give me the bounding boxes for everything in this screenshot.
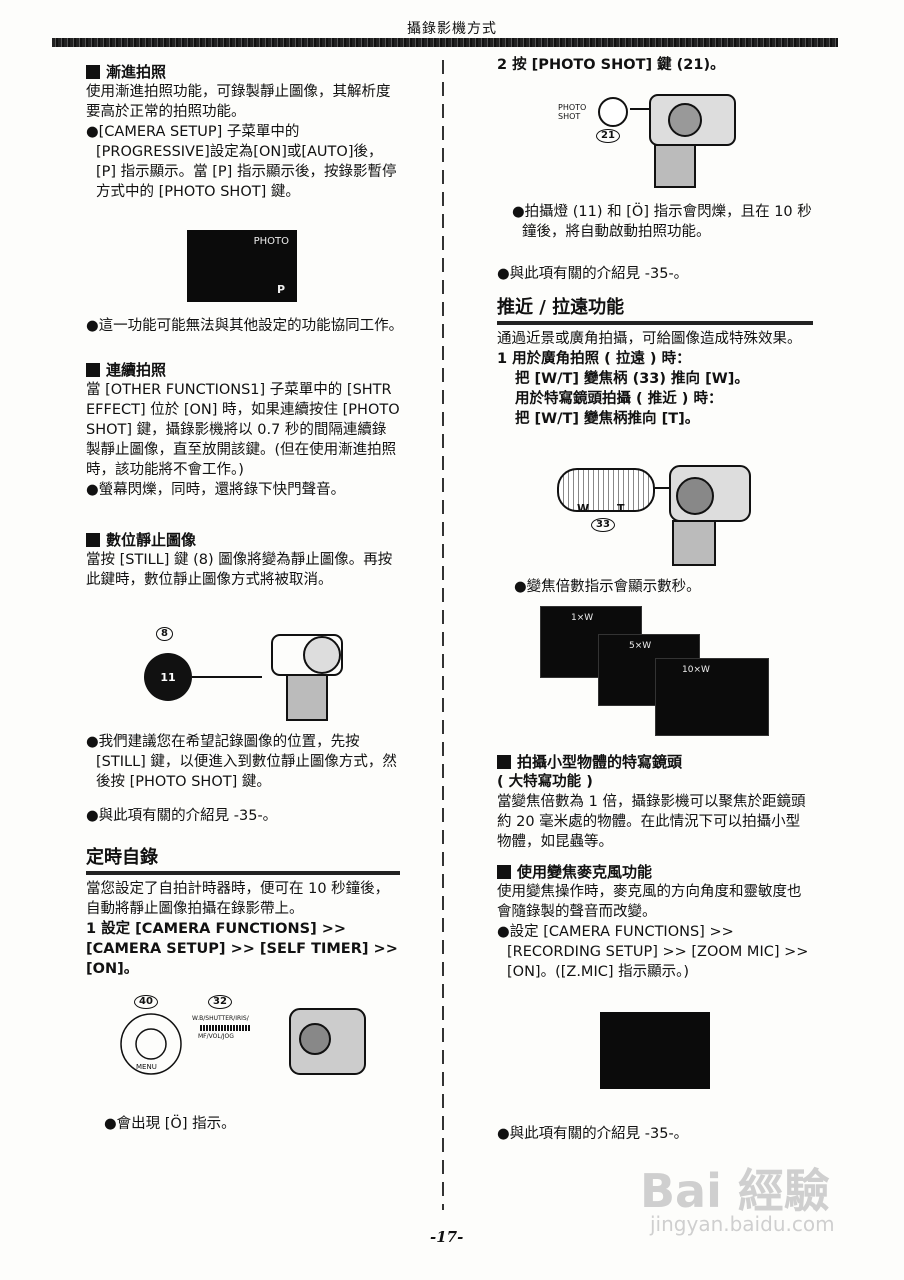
section-body: 當 [OTHER FUNCTIONS1] 子菜單中的 [SHTR EFFECT]… bbox=[86, 382, 400, 478]
callout-number: 40 bbox=[134, 995, 158, 1009]
menu-label: MENU bbox=[136, 1063, 157, 1071]
column-divider bbox=[442, 60, 444, 1210]
zoom-screen-10x: 10×W bbox=[655, 658, 769, 736]
still-button-figure: 8 11 bbox=[140, 625, 360, 725]
bullet-text: ●我們建議您在希望記錄圖像的位置，先按 [STILL] 鍵，以便進入到數位靜止圖… bbox=[86, 734, 397, 790]
section-continuous-photo: 連續拍照 當 [OTHER FUNCTIONS1] 子菜單中的 [SHTR EF… bbox=[86, 360, 400, 500]
section-heading: 連續拍照 bbox=[86, 360, 400, 380]
bullet-text: ●這一功能可能無法與其他設定的功能協同工作。 bbox=[86, 318, 404, 334]
tele-label: T bbox=[617, 502, 625, 515]
section-subheading: ( 大特寫功能 ) bbox=[497, 774, 593, 790]
square-marker-icon bbox=[86, 65, 100, 79]
photo-shot-button-icon bbox=[598, 97, 628, 127]
camcorder-top-icon bbox=[630, 94, 736, 188]
switch-label: MF/VOL/JOG bbox=[198, 1033, 234, 1040]
zoom-screens-figure: 1×W 5×W 10×W bbox=[540, 606, 770, 736]
bullet-text: ●拍攝燈 (11) 和 [Ö] 指示會閃爍，且在 10 秒鐘後，將自動啟動拍照功… bbox=[512, 204, 812, 240]
section-digital-still: 數位靜止圖像 當按 [STILL] 鍵 (8) 圖像將變為靜止圖像。再按此鍵時，… bbox=[86, 530, 400, 590]
bullet-text: ●變焦倍數指示會顯示數秒。 bbox=[514, 579, 701, 595]
section-zoom-mic: 使用變焦麥克風功能 使用變焦操作時，麥克風的方向角度和靈敏度也會隨錄製的聲音而改… bbox=[497, 862, 813, 982]
screen-p-indicator: P bbox=[276, 283, 285, 296]
page-header-title: 攝錄影機方式 bbox=[407, 21, 497, 37]
bullet-text: ●[CAMERA SETUP] 子菜單中的 [PROGRESSIVE]設定為[O… bbox=[86, 124, 397, 200]
section-heading: 使用變焦麥克風功能 bbox=[497, 862, 813, 882]
still-button-icon: 11 bbox=[144, 653, 192, 701]
section-body: 通過近景或廣角拍攝，可給圖像造成特殊效果。 bbox=[497, 331, 802, 347]
section-self-timer: 定時自錄 當您設定了自拍計時器時，便可在 10 秒鐘後，自動將靜止圖像拍攝在錄影… bbox=[86, 848, 400, 979]
bullet-text: ●會出現 [Ö] 指示。 bbox=[104, 1116, 236, 1132]
reference-text: ●與此項有關的介紹見 -35-。 bbox=[497, 1126, 689, 1142]
step-text: 1 用於廣角拍照 ( 拉遠 ) 時： bbox=[497, 351, 691, 367]
section-body: 當按 [STILL] 鍵 (8) 圖像將變為靜止圖像。再按此鍵時，數位靜止圖像方… bbox=[86, 552, 393, 588]
callout-number: 33 bbox=[591, 518, 615, 532]
section-macro: 拍攝小型物體的特寫鏡頭 ( 大特寫功能 ) 當變焦倍數為 1 倍，攝錄影機可以聚… bbox=[497, 752, 813, 852]
step-text: 2 按 [PHOTO SHOT] 鍵 (21)。 bbox=[497, 57, 725, 73]
menu-dial-figure: 40 32 MENU W.B/SHUTTER/IRIS/ MF/VOL/JOG bbox=[110, 995, 370, 1080]
section-progressive-photo: 漸進拍照 使用漸進拍照功能，可錄製靜止圖像，其解析度要高於正常的拍照功能。 ●[… bbox=[86, 62, 400, 202]
square-marker-icon bbox=[497, 865, 511, 879]
zoom-mic-screen bbox=[600, 1012, 710, 1089]
callout-number: 32 bbox=[208, 995, 232, 1009]
header-rule bbox=[52, 38, 838, 47]
reference-text: ●與此項有關的介紹見 -35-。 bbox=[497, 266, 689, 282]
step-text: 把 [W/T] 變焦柄 (33) 推向 [W]。 bbox=[515, 371, 749, 387]
section-body: 當變焦倍數為 1 倍，攝錄影機可以聚焦於距鏡頭約 20 毫米處的物體。在此情況下… bbox=[497, 794, 806, 850]
section-body: 使用變焦操作時，麥克風的方向角度和靈敏度也會隨錄製的聲音而改變。 bbox=[497, 884, 802, 920]
camcorder-front-icon bbox=[655, 465, 751, 566]
step-text: 用於特寫鏡頭拍攝 ( 推近 ) 時： bbox=[515, 391, 723, 407]
zoom-lever-icon bbox=[557, 468, 655, 512]
section-body: 使用漸進拍照功能，可錄製靜止圖像，其解析度要高於正常的拍照功能。 bbox=[86, 84, 391, 120]
wide-label: W bbox=[577, 502, 590, 515]
section-zoom: 推近 / 拉遠功能 通過近景或廣角拍攝，可給圖像造成特殊效果。 1 用於廣角拍照… bbox=[497, 298, 813, 429]
callout-number: 8 bbox=[156, 627, 173, 641]
square-marker-icon bbox=[497, 755, 511, 769]
menu-dial-icon bbox=[120, 1013, 182, 1075]
baidu-watermark-url: jingyan.baidu.com bbox=[650, 1212, 835, 1236]
section-heading: 定時自錄 bbox=[86, 848, 400, 875]
step-text: 把 [W/T] 變焦柄推向 [T]。 bbox=[515, 411, 700, 427]
bullet-text: ●設定 [CAMERA FUNCTIONS] >> [RECORDING SET… bbox=[497, 924, 809, 980]
reference-text: ●與此項有關的介紹見 -35-。 bbox=[86, 808, 278, 824]
section-heading: 數位靜止圖像 bbox=[86, 530, 400, 550]
jog-switch-icon bbox=[200, 1025, 250, 1031]
square-marker-icon bbox=[86, 363, 100, 377]
section-heading: 拍攝小型物體的特寫鏡頭 bbox=[497, 752, 813, 772]
section-body: 當您設定了自拍計時器時，便可在 10 秒鐘後，自動將靜止圖像拍攝在錄影帶上。 bbox=[86, 881, 390, 917]
square-marker-icon bbox=[86, 533, 100, 547]
camcorder-side-icon bbox=[192, 634, 343, 721]
screen-photo-label: PHOTO bbox=[253, 236, 289, 247]
baidu-watermark-logo: Bai 經驗 bbox=[640, 1164, 830, 1218]
callout-number: 21 bbox=[596, 129, 620, 143]
step-text: 1 設定 [CAMERA FUNCTIONS] >> [CAMERA SETUP… bbox=[86, 921, 398, 977]
camcorder-rear-icon bbox=[289, 1008, 366, 1075]
page-number: -17- bbox=[430, 1228, 464, 1246]
section-heading: 漸進拍照 bbox=[86, 62, 400, 82]
switch-label: W.B/SHUTTER/IRIS/ bbox=[192, 1015, 249, 1022]
lcd-screen-figure: PHOTO P bbox=[187, 230, 297, 302]
zoom-lever-figure: W T 33 bbox=[555, 458, 755, 568]
bullet-text: ●螢幕閃爍，同時，還將錄下快門聲音。 bbox=[86, 482, 346, 498]
still-notes: ●我們建議您在希望記錄圖像的位置，先按 [STILL] 鍵，以便進入到數位靜止圖… bbox=[86, 732, 400, 826]
section-heading: 推近 / 拉遠功能 bbox=[497, 298, 813, 325]
